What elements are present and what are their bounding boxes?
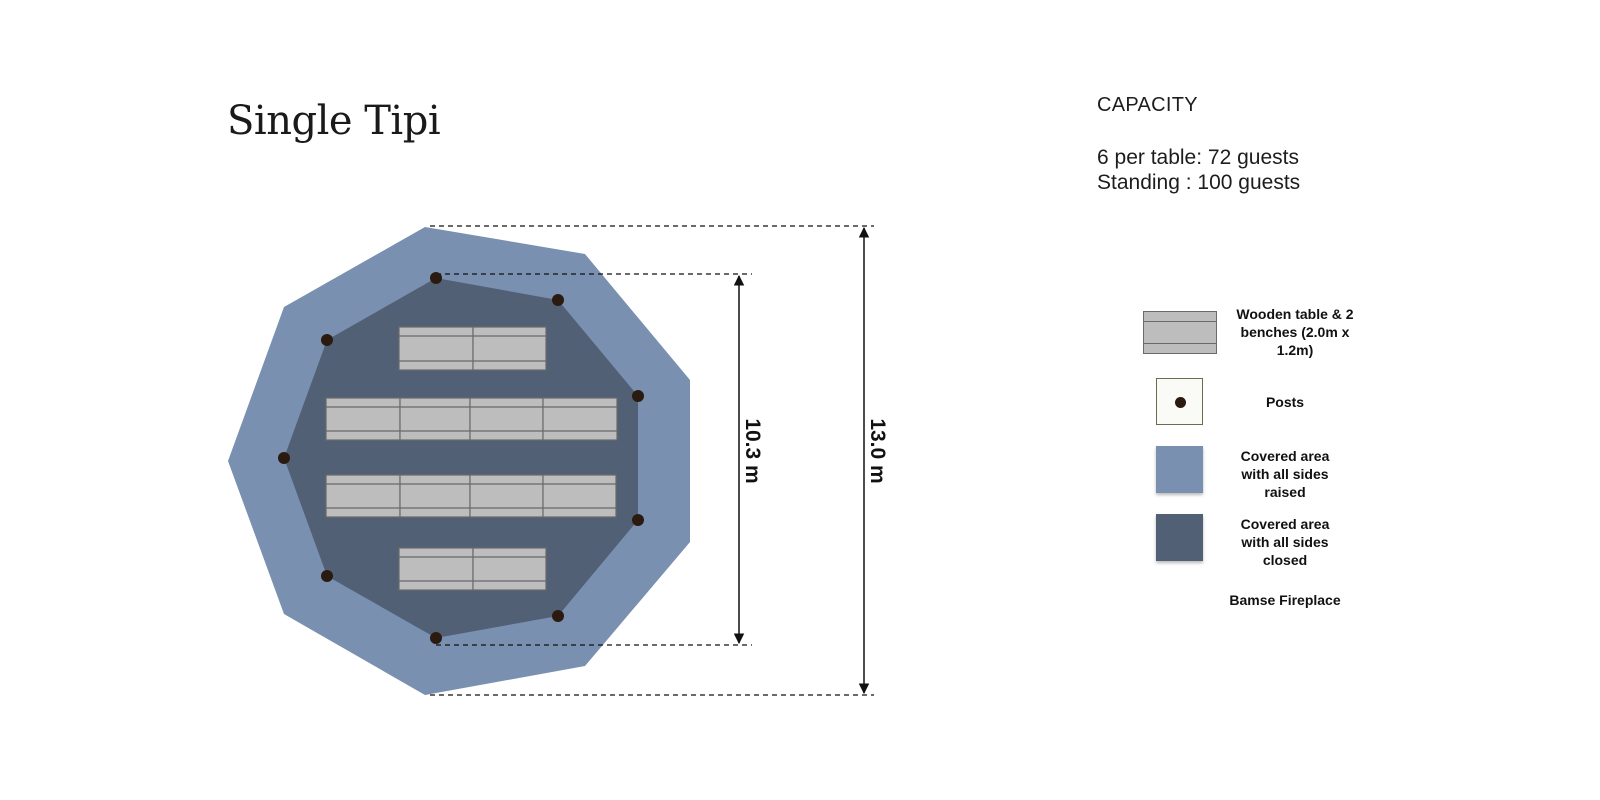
table	[472, 326, 547, 371]
table	[542, 397, 618, 441]
legend-posts-label: Posts	[1265, 394, 1305, 410]
table	[399, 397, 471, 441]
posts	[278, 272, 644, 644]
post	[430, 632, 442, 644]
table-row-2	[325, 397, 618, 441]
post	[430, 272, 442, 284]
inner-dimension-label: 10.3 m	[741, 418, 764, 483]
capacity-panel: CAPACITY 6 per table: 72 guests Standing…	[1097, 94, 1300, 195]
covered-area-closed	[284, 278, 638, 638]
table	[398, 547, 474, 591]
page-title: Single Tipi	[227, 98, 441, 144]
legend-closed-swatch	[1156, 514, 1203, 561]
post-icon	[1175, 397, 1186, 408]
table	[469, 397, 544, 441]
legend-table-label: Wooden table & 2 benches (2.0m x 1.2m)	[1236, 306, 1354, 358]
outer-dimension-label: 13.0 m	[866, 418, 889, 483]
capacity-standing: Standing : 100 guests	[1097, 171, 1301, 194]
post	[632, 390, 644, 402]
capacity-lines: 6 per table: 72 guests Standing : 100 gu…	[1097, 145, 1300, 195]
post	[632, 514, 644, 526]
legend-raised-label: Covered area with all sides raised	[1240, 448, 1330, 500]
legend-closed-label: Covered area with all sides closed	[1240, 516, 1330, 568]
capacity-seated: 6 per table: 72 guests	[1097, 146, 1299, 169]
post	[278, 452, 290, 464]
legend-raised-swatch	[1156, 446, 1203, 493]
table	[398, 326, 474, 371]
legend-post-swatch	[1156, 378, 1203, 425]
legend-table-swatch	[1143, 311, 1217, 354]
legend-fireplace-label: Bamse Fireplace	[1229, 592, 1341, 608]
capacity-heading: CAPACITY	[1097, 94, 1198, 116]
post	[552, 294, 564, 306]
table	[542, 474, 617, 518]
table	[325, 474, 401, 518]
table-row-3	[325, 474, 617, 518]
post	[321, 334, 333, 346]
table	[472, 547, 547, 591]
table	[325, 397, 401, 441]
tipi-floor-plan: 10.3 m 13.0 m	[228, 225, 889, 696]
post	[552, 610, 564, 622]
table	[469, 474, 544, 518]
post	[321, 570, 333, 582]
table	[399, 474, 471, 518]
table-row-4	[398, 547, 547, 591]
table-row-1	[398, 326, 547, 371]
